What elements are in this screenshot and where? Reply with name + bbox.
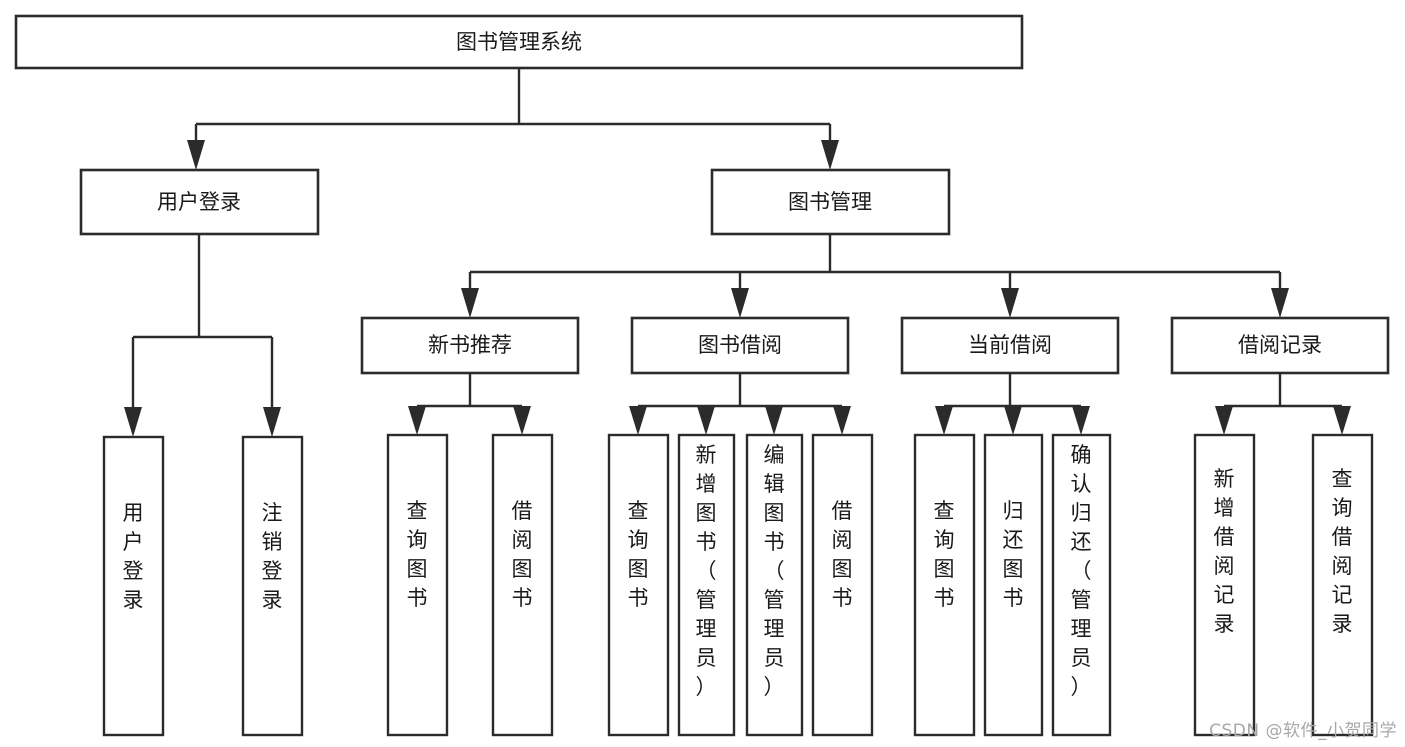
node-new-book-recommend-box[interactable]	[360, 316, 580, 375]
leaf-current-borrow-1[interactable]: 查询图书	[913, 433, 976, 737]
leaf-box[interactable]	[745, 433, 804, 737]
arrowhead-login	[187, 140, 205, 170]
leaf-book-borrow-1[interactable]: 查询图书	[607, 433, 670, 737]
leaf-book-borrow-2[interactable]: 新增图书（管理员）	[677, 433, 736, 737]
arrowhead-bookmgmt	[821, 140, 839, 170]
arrowhead-book-borrow	[731, 288, 749, 318]
leaf-box[interactable]	[983, 433, 1044, 737]
leaf-box[interactable]	[491, 433, 554, 737]
arrowhead-borrow-record	[1271, 288, 1289, 318]
leaf-box[interactable]	[677, 433, 736, 737]
leaf-label-vertical: 确认归还（管理员）	[1071, 443, 1092, 699]
node-current-borrow-label: 当前借阅	[968, 333, 1052, 357]
leaf-label-vertical: 用户登录	[123, 501, 144, 612]
leaf-label-vertical: 编辑图书（管理员）	[764, 443, 785, 699]
arrowhead-bookborrow-leaf-2	[697, 406, 715, 435]
arrowhead-current-borrow	[1001, 288, 1019, 318]
node-user-login-box[interactable]	[79, 168, 320, 236]
arrowhead-newbook-leaf-1	[408, 406, 426, 435]
leaf-label-vertical: 借阅图书	[512, 499, 533, 610]
leaf-label-vertical: 查询借阅记录	[1332, 467, 1353, 636]
leaf-new-book-recommend-2[interactable]: 借阅图书	[491, 433, 554, 737]
leaf-box[interactable]	[913, 433, 976, 737]
leaf-label-vertical: 新增图书（管理员）	[696, 443, 717, 699]
node-book-borrow-box[interactable]	[630, 316, 850, 375]
arrowhead-borrowrecord-leaf-1	[1215, 406, 1233, 435]
node-book-borrow[interactable]: 图书借阅	[630, 316, 850, 375]
node-book-management[interactable]: 图书管理	[710, 168, 951, 236]
arrowhead-bookborrow-leaf-4	[833, 406, 851, 435]
node-new-book-recommend-label: 新书推荐	[428, 333, 512, 357]
arrowhead-currentborrow-leaf-2	[1004, 406, 1022, 435]
node-borrow-record-label: 借阅记录	[1238, 333, 1322, 357]
leaf-box[interactable]	[811, 433, 874, 737]
leaf-label-vertical: 查询图书	[407, 499, 428, 610]
leaf-label-vertical: 借阅图书	[832, 499, 853, 610]
leaf-book-borrow-4[interactable]: 借阅图书	[811, 433, 874, 737]
arrowhead-new-book	[461, 288, 479, 318]
leaf-box[interactable]	[102, 435, 165, 737]
arrowhead-borrowrecord-leaf-2	[1333, 406, 1351, 435]
leaf-label-vertical: 归还图书	[1003, 499, 1024, 610]
leaf-label-vertical: 新增借阅记录	[1214, 467, 1235, 636]
node-borrow-record[interactable]: 借阅记录	[1170, 316, 1390, 375]
leaf-box[interactable]	[1311, 433, 1374, 737]
leaf-box[interactable]	[607, 433, 670, 737]
leaf-label-vertical: 查询图书	[934, 499, 955, 610]
node-user-login[interactable]: 用户登录	[79, 168, 320, 236]
arrowhead-user-login-leaf	[124, 407, 142, 437]
csdn-watermark: CSDN @软件_小贺同学	[1209, 721, 1397, 741]
node-root[interactable]: 图书管理系统	[14, 14, 1024, 70]
arrowhead-currentborrow-leaf-1	[935, 406, 953, 435]
arrowhead-bookborrow-leaf-3	[765, 406, 783, 435]
connector-layer	[124, 68, 1351, 437]
leaf-borrow-record-2[interactable]: 查询借阅记录	[1311, 433, 1374, 737]
leaf-new-book-recommend-1[interactable]: 查询图书	[386, 433, 449, 737]
leaf-book-borrow-3[interactable]: 编辑图书（管理员）	[745, 433, 804, 737]
node-current-borrow-box[interactable]	[900, 316, 1120, 375]
leaf-box[interactable]	[1193, 433, 1256, 737]
node-current-borrow[interactable]: 当前借阅	[900, 316, 1120, 375]
leaf-current-borrow-2[interactable]: 归还图书	[983, 433, 1044, 737]
node-root-box[interactable]	[14, 14, 1024, 70]
arrowhead-currentborrow-leaf-3	[1072, 406, 1090, 435]
node-book-management-label: 图书管理	[788, 190, 872, 214]
leaf-box[interactable]	[1051, 433, 1112, 737]
node-user-login-label: 用户登录	[157, 190, 241, 214]
node-borrow-record-box[interactable]	[1170, 316, 1390, 375]
leaf-user-login-1[interactable]: 用户登录	[102, 435, 165, 737]
leaf-current-borrow-3[interactable]: 确认归还（管理员）	[1051, 433, 1112, 737]
leaf-box[interactable]	[386, 433, 449, 737]
leaf-borrow-record-1[interactable]: 新增借阅记录	[1193, 433, 1256, 737]
arrowhead-logout-leaf	[263, 407, 281, 437]
leaf-label-vertical: 查询图书	[628, 499, 649, 610]
node-book-borrow-label: 图书借阅	[698, 333, 782, 357]
leaf-box[interactable]	[241, 435, 304, 737]
node-new-book-recommend[interactable]: 新书推荐	[360, 316, 580, 375]
arrowhead-bookborrow-leaf-1	[629, 406, 647, 435]
node-root-label: 图书管理系统	[456, 30, 582, 54]
arrowhead-newbook-leaf-2	[513, 406, 531, 435]
node-book-management-box[interactable]	[710, 168, 951, 236]
leaf-user-login-2[interactable]: 注销登录	[241, 435, 304, 737]
leaf-label-vertical: 注销登录	[262, 501, 283, 612]
